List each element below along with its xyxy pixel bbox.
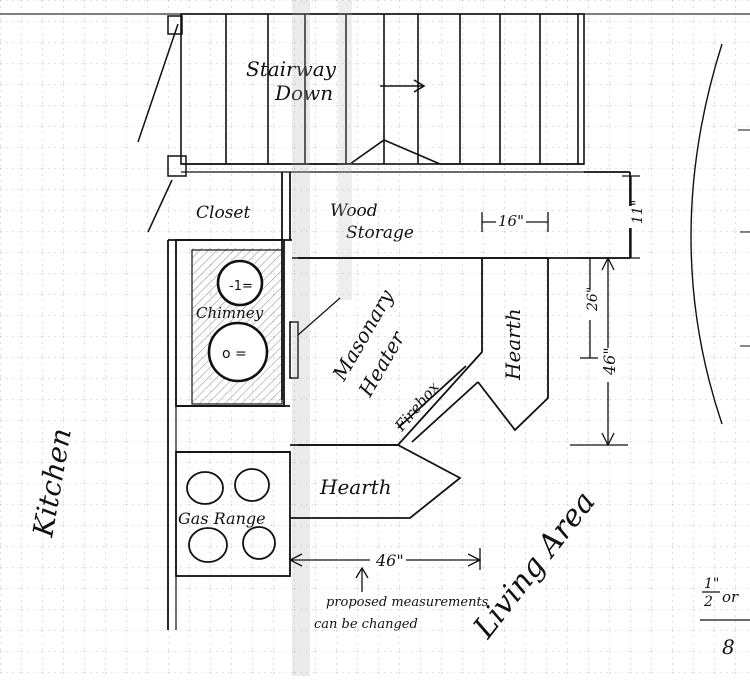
- door-swing: [137, 15, 187, 233]
- dim-46h-mask: [370, 550, 406, 570]
- stairway-label: Stairway: [246, 57, 337, 81]
- stairway: [180, 13, 585, 173]
- dim-11-label: 11": [630, 200, 646, 224]
- paper-smudge-2: [338, 0, 352, 300]
- note-line-2: can be changed: [314, 617, 418, 632]
- right-hearth: [477, 257, 549, 432]
- scale-or: or: [722, 588, 739, 606]
- gas-range: [175, 405, 291, 577]
- chimney: -1= o =: [175, 239, 299, 407]
- closet-label: Closet: [196, 203, 250, 223]
- scale-number: 8: [722, 635, 735, 659]
- gas-range-label: Gas Range: [178, 509, 266, 528]
- dim-46-vertical-label: 46": [600, 347, 619, 376]
- dim-26-mask: [581, 290, 599, 320]
- flue-mark-top: -1=: [229, 279, 253, 294]
- edge-arc: [690, 43, 723, 425]
- bottom-hearth: [290, 444, 462, 519]
- wood-storage-label-2: Storage: [346, 223, 414, 243]
- hearth-right-label: Hearth: [501, 308, 525, 381]
- dim-26-label: 26": [585, 287, 601, 312]
- stairway-label-2: Down: [274, 81, 333, 105]
- dim-46-horizontal-label: 46": [375, 551, 404, 570]
- dim-16-label: 16": [498, 212, 524, 230]
- paper-smudge: [292, 0, 310, 676]
- scale-fraction-bottom: 2: [703, 594, 713, 610]
- chimney-label: Chimney: [196, 304, 264, 322]
- scale-fraction-top: 1": [704, 576, 719, 592]
- dim-16-mask: [496, 210, 526, 228]
- dim-46v-mask: [598, 348, 618, 382]
- note-arrow: [355, 566, 369, 592]
- wood-storage-label: Wood: [330, 201, 378, 221]
- note-line-1: proposed measurements: [326, 595, 489, 610]
- dim-11-mask: [622, 206, 640, 228]
- flue-mark-bottom: o =: [222, 346, 247, 362]
- hearth-bottom-label: Hearth: [319, 475, 392, 499]
